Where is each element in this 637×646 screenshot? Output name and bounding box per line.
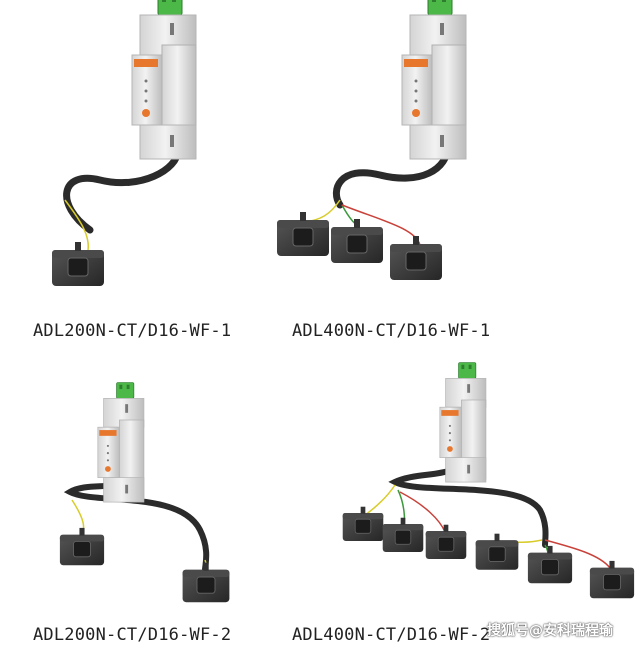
watermark: 搜狐号@安科瑞程瑜 <box>487 623 613 639</box>
product-2-image <box>276 0 467 281</box>
product-3-image <box>59 382 230 603</box>
product-4-image <box>342 362 635 599</box>
product-2-model-label: ADL400N-CT/D16-WF-1 <box>292 321 491 341</box>
product-4-model-label: ADL400N-CT/D16-WF-2 <box>292 625 491 645</box>
product-3-model-label: ADL200N-CT/D16-WF-2 <box>33 625 232 645</box>
product-1-model-label: ADL200N-CT/D16-WF-1 <box>33 321 232 341</box>
product-1-image <box>51 0 197 287</box>
